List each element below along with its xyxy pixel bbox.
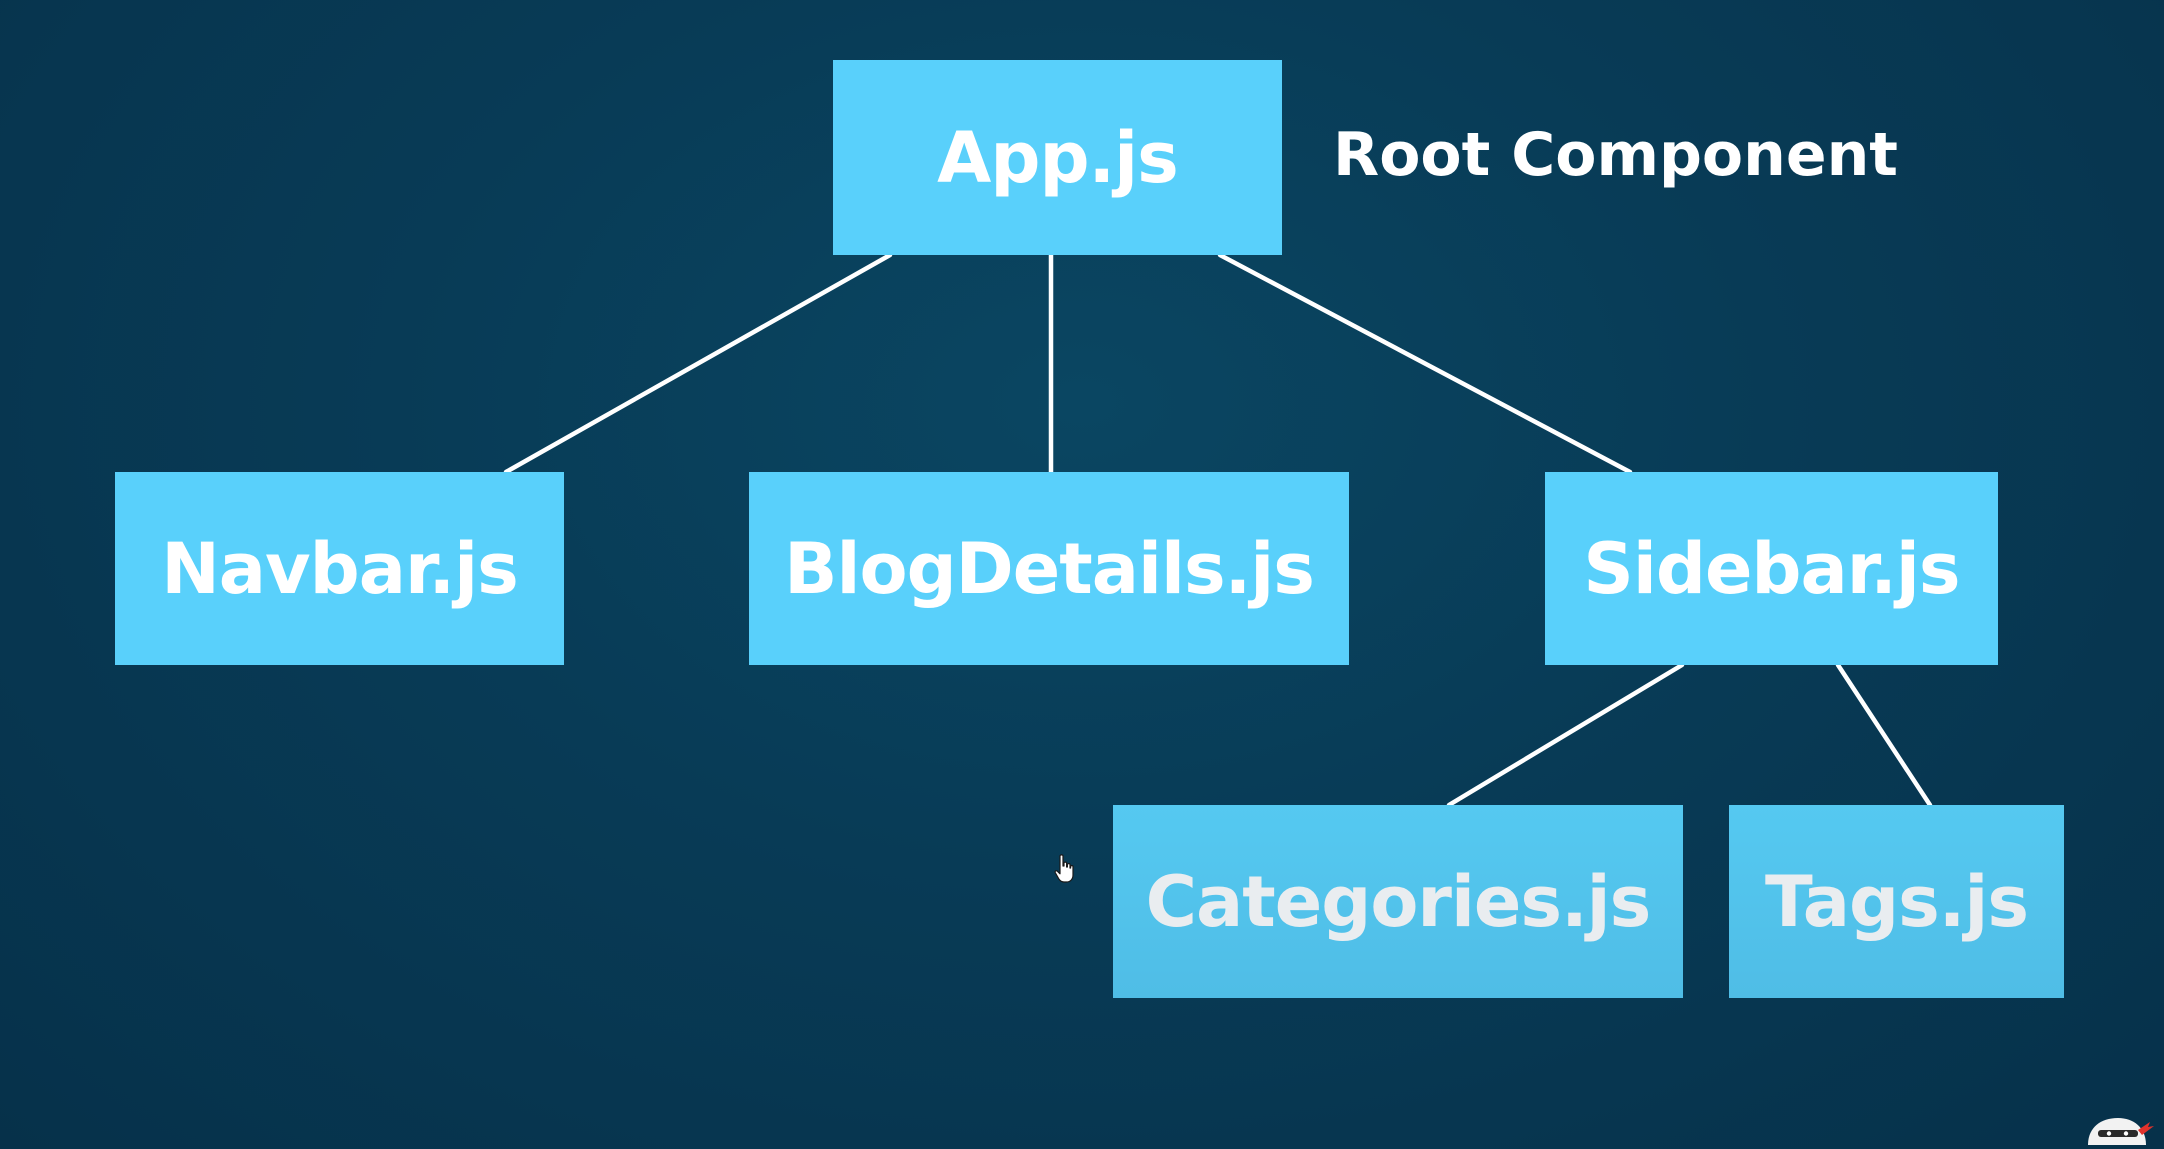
grandchild-node-tags: Tags.js [1729, 805, 2064, 998]
node-label: BlogDetails.js [784, 527, 1315, 610]
child-node-blogdetails: BlogDetails.js [749, 472, 1349, 665]
node-label: Navbar.js [161, 527, 519, 610]
node-label: Categories.js [1145, 860, 1652, 943]
root-node-app: App.js [833, 60, 1282, 255]
node-label: Tags.js [1765, 860, 2029, 943]
ninja-logo-icon [2088, 1118, 2154, 1145]
node-label: App.js [937, 116, 1179, 199]
hand-pointer-icon [1054, 854, 1074, 883]
connector-sidebar-tags [1835, 662, 1933, 808]
grandchild-node-categories: Categories.js [1113, 805, 1683, 998]
root-component-annotation: Root Component [1333, 120, 1898, 190]
child-node-sidebar: Sidebar.js [1545, 472, 1998, 665]
connector-app-navbar [503, 252, 893, 475]
node-label: Sidebar.js [1583, 527, 1960, 610]
connector-sidebar-categories [1446, 662, 1685, 808]
child-node-navbar: Navbar.js [115, 472, 564, 665]
connector-app-sidebar [1217, 252, 1633, 475]
